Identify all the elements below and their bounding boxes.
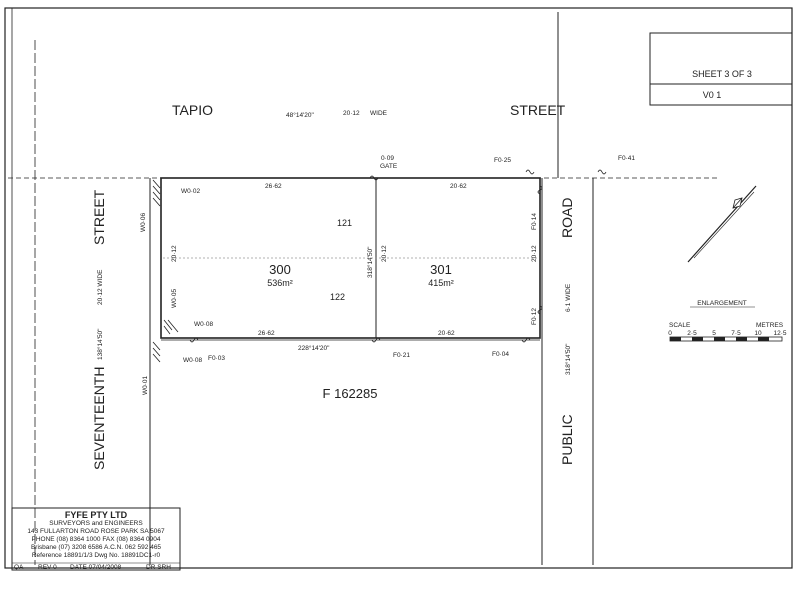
scale-tick-3: 7·5 — [731, 330, 741, 337]
version-label: V0 1 — [703, 90, 722, 100]
lot-300-number: 300 — [269, 262, 291, 277]
bottom-bearing: 228°14'20" — [298, 344, 330, 352]
offset-f004: F0·04 — [492, 351, 509, 358]
footer-drawn-by: DR SRH — [146, 564, 171, 571]
dim-middle-side: 20·12 — [381, 245, 388, 262]
lot-boundaries — [160, 177, 541, 339]
scale-tick-4: 10 — [754, 330, 762, 337]
scale-label: SCALE — [669, 322, 691, 329]
seventeenth-bearing: 138°14'50" — [96, 328, 104, 360]
offset-f025: F0·25 — [494, 157, 511, 164]
offset-f003: F0·03 — [208, 355, 225, 362]
firm-phone: PHONE (08) 8364 1000 FAX (08) 8364 0904 — [32, 536, 161, 543]
scale-tick-0: 0 — [668, 330, 672, 337]
firm-address: 143 FULLARTON ROAD ROSE PARK SA 5067 — [27, 528, 165, 535]
sheet-label: SHEET 3 OF 3 — [692, 69, 752, 79]
dim-top-left: 26·62 — [265, 183, 282, 190]
lot-300-area: 536m² — [267, 278, 293, 288]
scale-bar: ENLARGEMENT SCALE METRES 0 2·5 5 7·5 10 … — [668, 300, 787, 342]
lot-301-area: 415m² — [428, 278, 454, 288]
reference-121: 121 — [337, 218, 352, 228]
fence-markers — [189, 169, 607, 343]
dim-right-side: 20·12 — [531, 245, 538, 262]
street-name-seventeenth: SEVENTEENTH — [91, 367, 107, 470]
lot-301-number: 301 — [430, 262, 452, 277]
firm-brisbane: Brisbane (07) 3208 6586 A.C.N. 062 592 4… — [31, 544, 161, 551]
north-arrow-icon — [687, 185, 757, 263]
road-name-public: PUBLIC — [559, 414, 575, 465]
dim-bottom-right: 20·62 — [438, 330, 455, 337]
offset-w008-lower: W0·08 — [183, 357, 203, 364]
street-name-tapio: TAPIO — [172, 102, 213, 118]
offset-f041: F0·41 — [618, 155, 635, 162]
dim-left-side: 20·12 — [171, 245, 178, 262]
public-road-bearing: 318°14'50" — [564, 343, 572, 375]
scale-tick-2: 5 — [712, 330, 716, 337]
firm-name: FYFE PTY LTD — [65, 510, 128, 520]
gate-label: GATE — [380, 163, 398, 170]
road-name-public-suffix: ROAD — [559, 198, 575, 238]
parcel-label: F 162285 — [323, 386, 378, 401]
enlargement-title: ENLARGEMENT — [697, 300, 747, 307]
offset-w005: W0·05 — [171, 288, 178, 308]
firm-title-block: FYFE PTY LTD SURVEYORS and ENGINEERS 143… — [11, 507, 181, 571]
offset-f021: F0·21 — [393, 352, 410, 359]
offset-w008-upper: W0·08 — [194, 321, 214, 328]
firm-reference: Reference 18891/1/3 Dwg No. 18891DC1-r0 — [32, 552, 161, 559]
footer-date: DATE 07/04/2008 — [70, 564, 122, 571]
road-lines — [8, 12, 720, 565]
offset-w006: W0·06 — [140, 212, 147, 232]
offset-f012: F0·12 — [531, 308, 538, 325]
tapio-width: 20·12 — [343, 110, 360, 117]
sheet-title-block: SHEET 3 OF 3 V0 1 — [649, 32, 793, 106]
wall-hatching — [152, 179, 179, 363]
public-road-width: 6·1 WIDE — [565, 283, 572, 312]
dim-bottom-left: 26·62 — [258, 330, 275, 337]
seventeenth-width: 20·12 WIDE — [97, 269, 104, 305]
offset-f014: F0·14 — [531, 213, 538, 230]
gate-offset: 0·09 — [381, 155, 394, 162]
street-name-tapio-suffix: STREET — [510, 102, 566, 118]
scale-tick-5: 12·5 — [773, 330, 786, 337]
tapio-width-word: WIDE — [370, 110, 388, 117]
units-label: METRES — [756, 322, 784, 329]
scale-tick-1: 2·5 — [687, 330, 697, 337]
offset-w001: W0·01 — [142, 375, 149, 395]
middle-bearing: 318°14'50" — [366, 246, 374, 278]
footer-rev: REV 0 — [38, 564, 57, 571]
tapio-bearing: 48°14'20" — [286, 111, 315, 119]
firm-subtitle: SURVEYORS and ENGINEERS — [49, 520, 143, 527]
offset-w002: W0·02 — [181, 188, 201, 195]
reference-122: 122 — [330, 292, 345, 302]
footer-qa: QA — [14, 564, 24, 571]
dim-top-right: 20·62 — [450, 183, 467, 190]
sheet-border — [4, 7, 793, 569]
street-name-seventeenth-suffix: STREET — [91, 189, 107, 245]
